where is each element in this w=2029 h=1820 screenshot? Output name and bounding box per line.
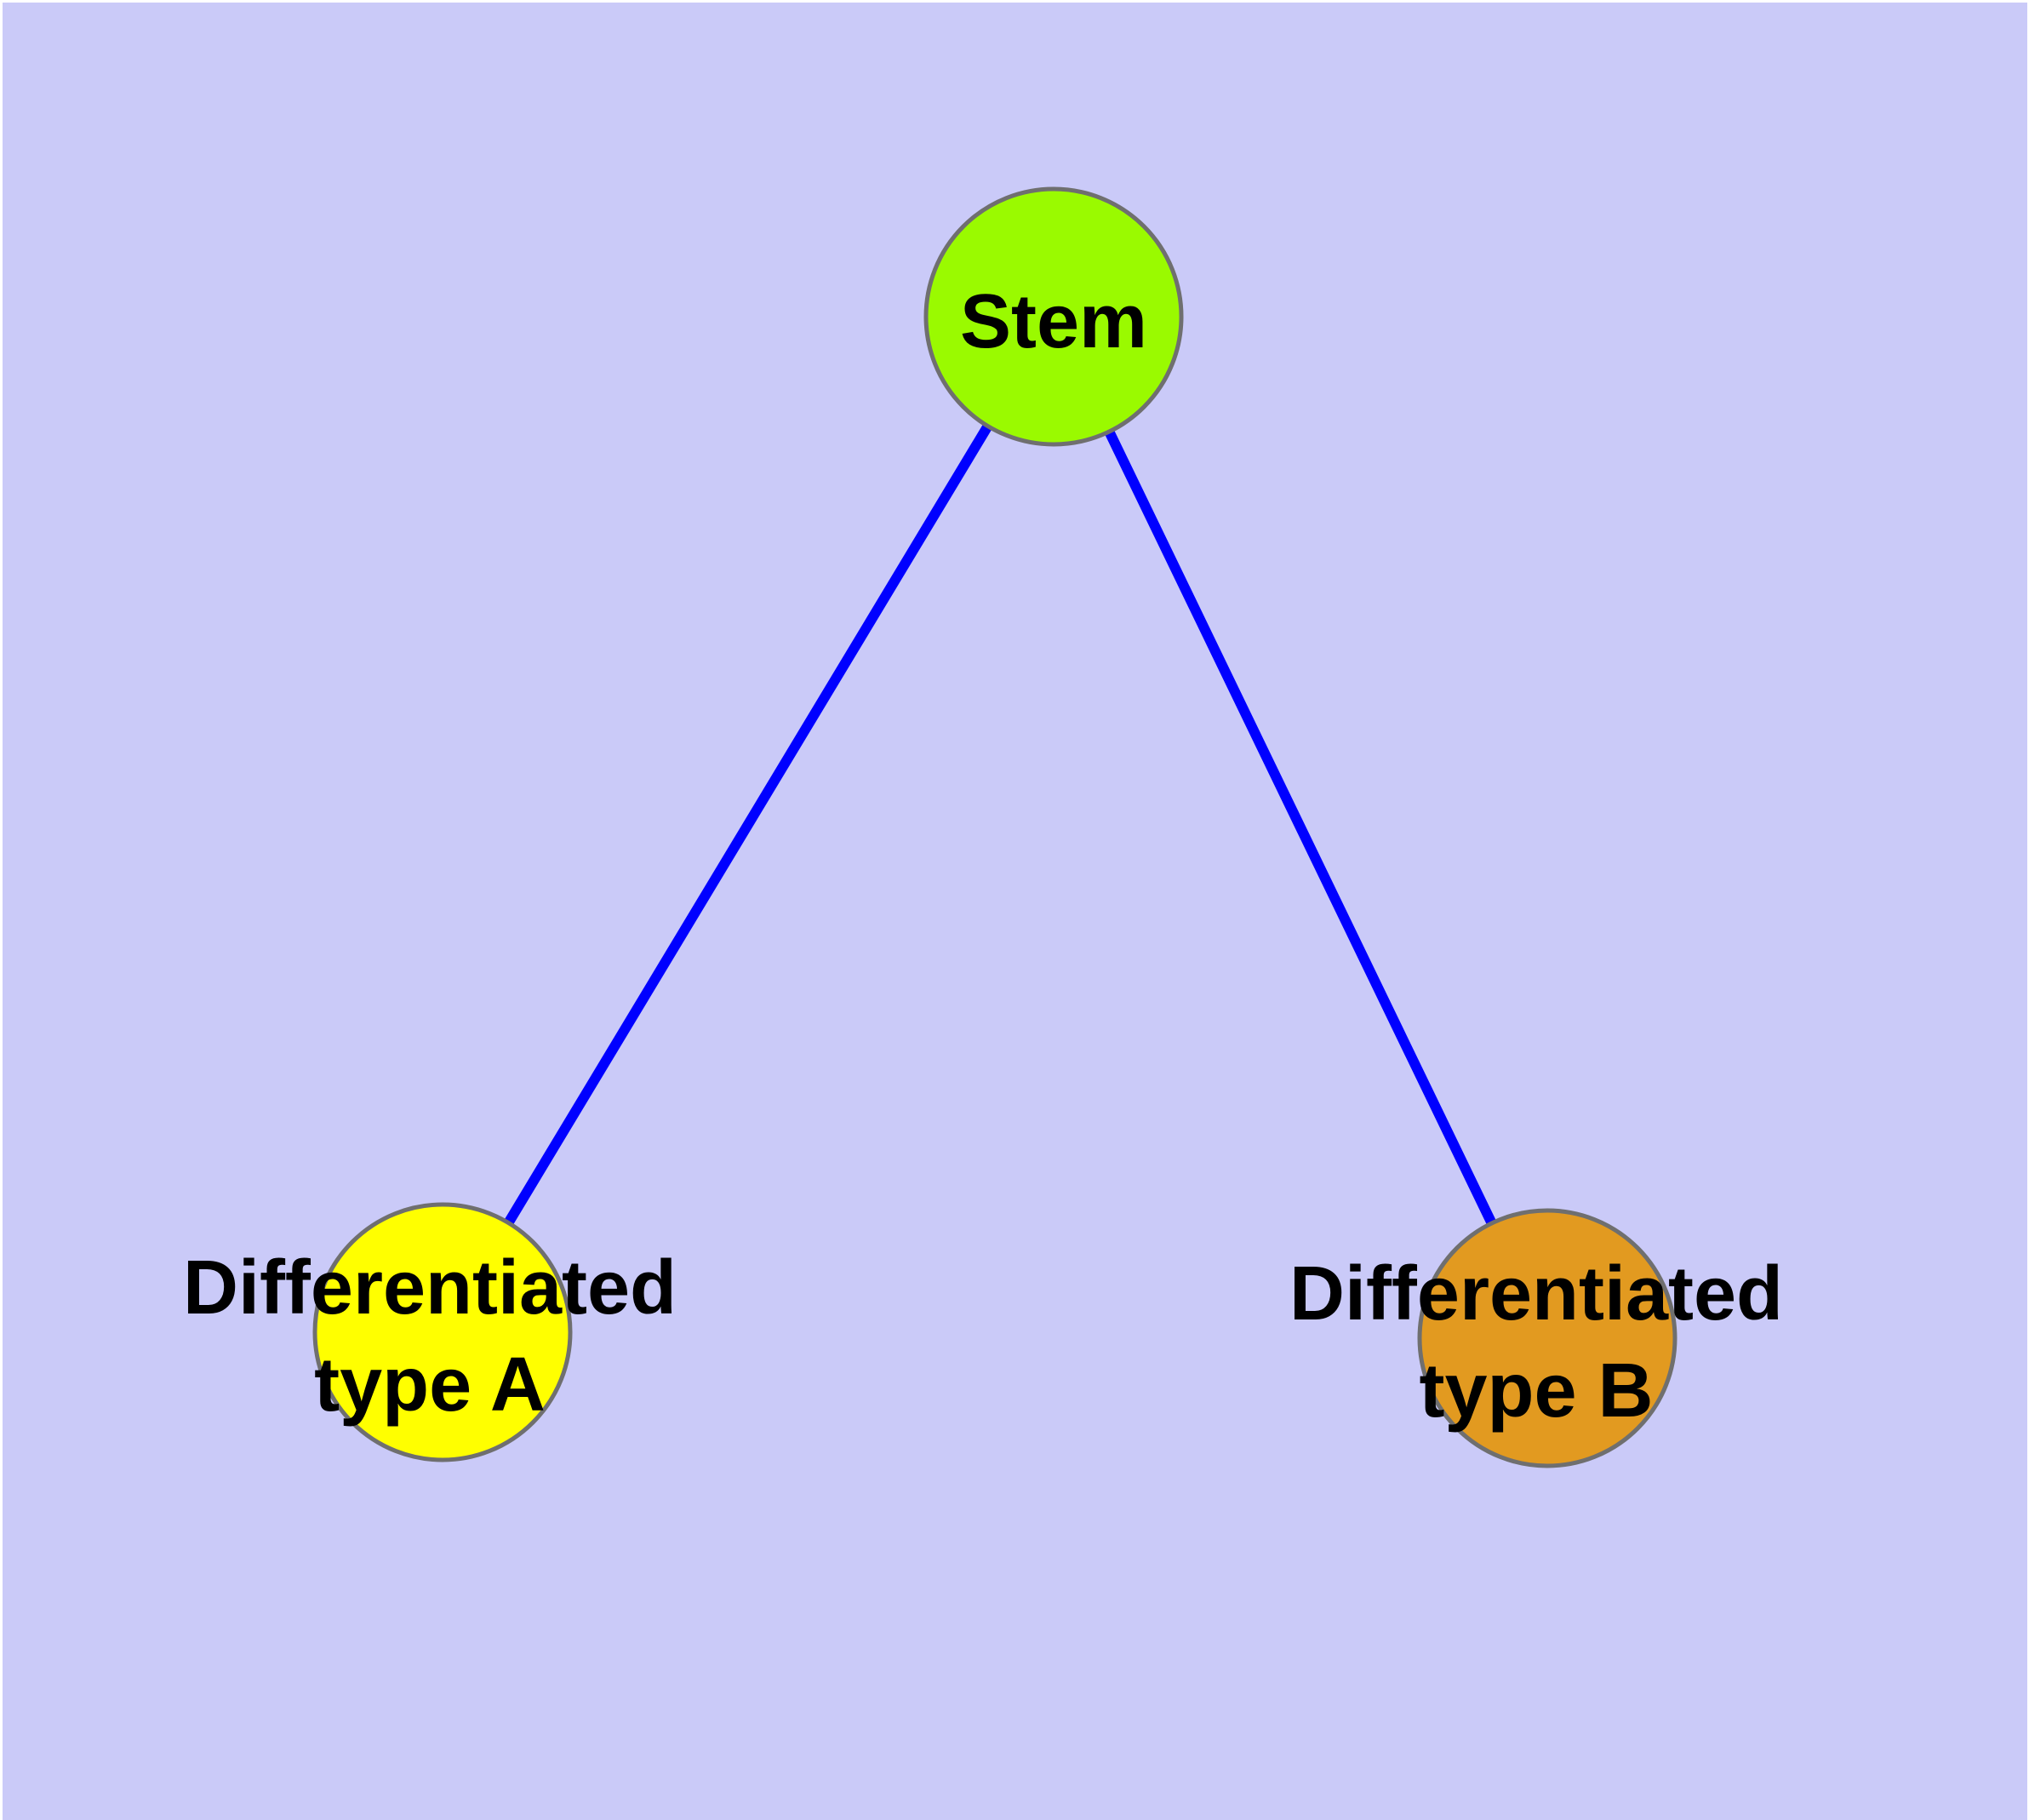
node-type-b-label-line1: Differentiated	[1289, 1251, 1783, 1336]
node-stem-label: Stem	[960, 279, 1147, 364]
edge-stem-to-type-b	[1049, 312, 1552, 1343]
node-type-a-label-line1: Differentiated	[183, 1245, 677, 1331]
node-differentiated-type-b: Differentiated type B	[1289, 1208, 1783, 1468]
node-stem: Stem	[923, 186, 1184, 447]
node-type-a-label-line2: type A	[314, 1342, 546, 1428]
node-type-b-label-line2: type B	[1419, 1348, 1653, 1434]
node-type-a-circle	[312, 1202, 573, 1462]
node-stem-circle	[923, 186, 1184, 447]
node-type-b-circle	[1417, 1208, 1677, 1468]
node-differentiated-type-a: Differentiated type A	[183, 1202, 677, 1462]
edge-stem-to-type-a	[437, 312, 1059, 1337]
